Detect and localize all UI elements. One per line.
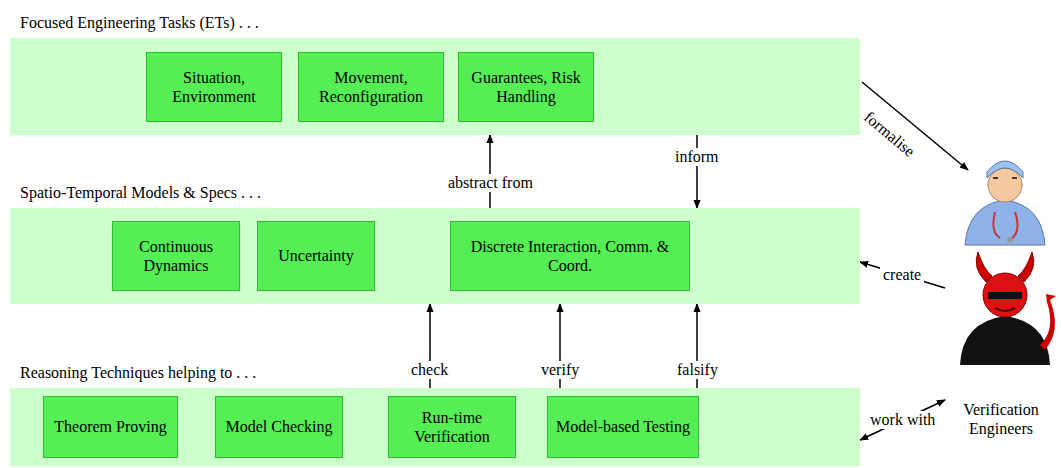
edge-label: falsify: [674, 361, 721, 379]
edge-label: abstract from: [445, 174, 536, 192]
node-text: Model-based Testing: [556, 417, 690, 436]
task-box: Movement, Reconfiguration: [298, 52, 444, 122]
node-text: Situation, Environment: [153, 68, 275, 106]
connector-arrow: [489, 135, 491, 208]
edge-label: inform: [672, 148, 722, 166]
node-text: Discrete Interaction, Comm. & Coord.: [457, 237, 683, 275]
node-text: Verification Engineers: [945, 400, 1057, 438]
connector-arrow: [860, 262, 945, 288]
task-box: Situation, Environment: [146, 52, 282, 122]
band-heading: Focused Engineering Tasks (ETs) . . .: [20, 14, 259, 32]
connector-arrow: [696, 135, 698, 208]
doctor-figure: [965, 161, 1045, 245]
node-text: Theorem Proving: [54, 417, 166, 436]
node-text: Continuous Dynamics: [119, 237, 233, 275]
node-text: Model Checking: [225, 417, 332, 436]
band-heading: Spatio-Temporal Models & Specs . . .: [20, 184, 261, 202]
node-text: Uncertainty: [278, 246, 354, 265]
edge-label: create: [880, 266, 924, 284]
technique-band: Reasoning Techniques helping to . . .The…: [10, 388, 860, 466]
technique-box: Theorem Proving: [43, 396, 178, 458]
technique-box: Run-time Verification: [388, 396, 516, 458]
devil-figure: [960, 252, 1056, 365]
model-box: Continuous Dynamics: [112, 221, 240, 291]
model-band: Spatio-Temporal Models & Specs . . .Cont…: [10, 208, 860, 304]
model-box: Discrete Interaction, Comm. & Coord.: [450, 221, 690, 291]
node-text: Movement, Reconfiguration: [305, 68, 437, 106]
model-box: Uncertainty: [257, 221, 375, 291]
node-text: Guarantees, Risk Handling: [465, 68, 587, 106]
technique-box: Model-based Testing: [547, 396, 699, 458]
edge-label: work with: [867, 411, 938, 429]
edge-label: verify: [538, 361, 582, 379]
band-heading: Reasoning Techniques helping to . . .: [20, 364, 256, 382]
task-box: Guarantees, Risk Handling: [458, 52, 594, 122]
node-text: Run-time Verification: [395, 408, 509, 446]
task-band: Focused Engineering Tasks (ETs) . . .Sit…: [10, 38, 860, 135]
arrow-label: formalise: [860, 108, 918, 161]
engineer-figure: Verification Engineers: [945, 258, 1057, 438]
edge-label: check: [408, 361, 451, 379]
connector-arrow: [860, 400, 945, 440]
technique-box: Model Checking: [215, 396, 343, 458]
